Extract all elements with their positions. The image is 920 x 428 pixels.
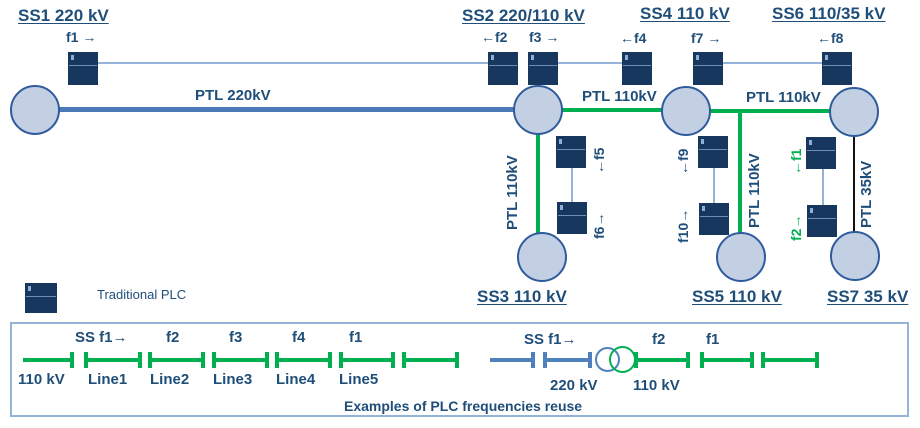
example-label-f2-right: f2 [652, 331, 666, 348]
bus-ss3 [517, 232, 567, 282]
example-label-line5: Line5 [339, 371, 379, 388]
plc-device-f6 [557, 202, 587, 234]
plc-device-f9 [698, 136, 728, 168]
freq-label-f1-green: ←f1 [788, 148, 804, 175]
bus-ss7 [830, 231, 880, 281]
example-label-ss-f1: SS f1→ [75, 329, 128, 346]
bus-ss4 [661, 86, 711, 136]
power-line-ptl110-ss2-ss4 [538, 108, 686, 112]
example-line-segment-110kv-a [634, 352, 690, 368]
example-line-segment-line4 [275, 352, 332, 368]
substation-title-ss7: SS7 35 kV [827, 287, 909, 306]
example-label-line3: Line3 [213, 371, 253, 388]
freq-label-f8: ←f8 [817, 30, 844, 46]
transformer-circle-green [609, 346, 636, 373]
example-label-ss-f1-right: SS f1→ [524, 331, 577, 348]
freq-label-f9: ←f9 [675, 148, 691, 175]
example-label-f2: f2 [166, 329, 180, 346]
substation-title-ss5: SS5 110 kV [692, 287, 782, 306]
plc-device-f4 [622, 52, 652, 85]
freq-label-f3: f3 → [529, 29, 560, 45]
line-label-ptl110-top1: PTL 110kV [582, 88, 657, 105]
example-label-f1-reused: f1 [349, 329, 363, 346]
power-line-ptl110-ss4-ss6 [686, 109, 854, 113]
plc-device-f2-green [807, 205, 837, 237]
example-line-segment-line1 [84, 352, 142, 368]
example-label-110kv: 110 kV [18, 371, 65, 388]
substation-title-ss1: SS1 220 kV [18, 6, 109, 25]
plc-device-f5 [556, 136, 586, 168]
bus-ss1 [10, 85, 60, 135]
line-label-ptl110-top2: PTL 110kV [746, 89, 821, 106]
power-line-ptl110-ss2-ss3 [536, 130, 540, 234]
coupling-line-f9-f10 [713, 166, 715, 204]
bus-ss6 [829, 87, 879, 137]
legend-label: Traditional PLC [97, 287, 187, 302]
legend-plc-icon [25, 283, 57, 313]
plc-device-f8 [822, 52, 852, 85]
line-label-ptl110-vert2: PTL 110kV [746, 153, 763, 228]
example-label-f4: f4 [292, 329, 306, 346]
power-line-ptl35-ss6-ss7 [853, 112, 855, 232]
examples-caption: Examples of PLC frequencies reuse [344, 398, 583, 414]
substation-title-ss4: SS4 110 kV [640, 4, 730, 23]
examples-panel [10, 322, 909, 417]
freq-label-f2-green: f2→ [788, 214, 804, 241]
example-line-segment-110kv-b [700, 352, 754, 368]
coupling-line-f5-f6 [571, 164, 573, 203]
example-line-segment-line3 [212, 352, 269, 368]
example-line-segment-line5 [339, 352, 395, 368]
coupling-line-f3-f4 [558, 62, 622, 64]
bus-ss5 [716, 232, 766, 282]
example-line-segment-220kv-b [543, 352, 592, 368]
plc-device-f1 [68, 52, 98, 85]
freq-label-f5: ←f5 [591, 147, 607, 174]
example-label-f3: f3 [229, 329, 243, 346]
example-line-segment-110kv [23, 352, 74, 368]
plc-device-f10 [699, 203, 729, 235]
freq-label-f10: f10→ [675, 208, 691, 243]
example-label-110kv-right: 110 kV [633, 377, 680, 394]
line-label-ptl220: PTL 220kV [195, 87, 271, 104]
freq-label-f1: f1 → [66, 29, 97, 45]
freq-label-f7: f7 → [691, 30, 722, 46]
substation-title-ss3: SS3 110 kV [477, 287, 567, 306]
example-label-220kv-right: 220 kV [550, 377, 598, 394]
example-label-line1: Line1 [88, 371, 128, 388]
coupling-line-f7-f8 [723, 62, 822, 64]
substation-title-ss6: SS6 110/35 kV [772, 4, 886, 23]
freq-label-f4: ←f4 [620, 30, 647, 46]
power-line-ptl220-ss1-ss2 [35, 107, 538, 112]
coupling-line-f1-f2-green [822, 168, 824, 206]
freq-label-f2: ←f2 [481, 29, 508, 45]
example-line-segment-line2 [148, 352, 205, 368]
plc-device-f3 [528, 52, 558, 85]
substation-title-ss2: SS2 220/110 kV [462, 6, 585, 25]
power-line-ptl110-junction-ss5 [738, 110, 742, 233]
line-label-ptl35: PTL 35kV [858, 160, 875, 228]
coupling-line-f1-f2 [98, 62, 488, 64]
example-line-segment-line6 [402, 352, 459, 368]
example-label-line2: Line2 [150, 371, 190, 388]
example-line-segment-220kv-a [490, 352, 535, 368]
plc-device-f1-green [806, 137, 836, 169]
example-label-line4: Line4 [276, 371, 316, 388]
plc-device-f7 [693, 52, 723, 85]
example-label-f1-right: f1 [706, 331, 720, 348]
line-label-ptl110-vert1: PTL 110kV [504, 155, 521, 230]
example-line-segment-110kv-c [761, 352, 819, 368]
freq-label-f6: f6→ [591, 212, 607, 239]
plc-device-f2 [488, 52, 518, 85]
bus-ss2 [513, 85, 563, 135]
